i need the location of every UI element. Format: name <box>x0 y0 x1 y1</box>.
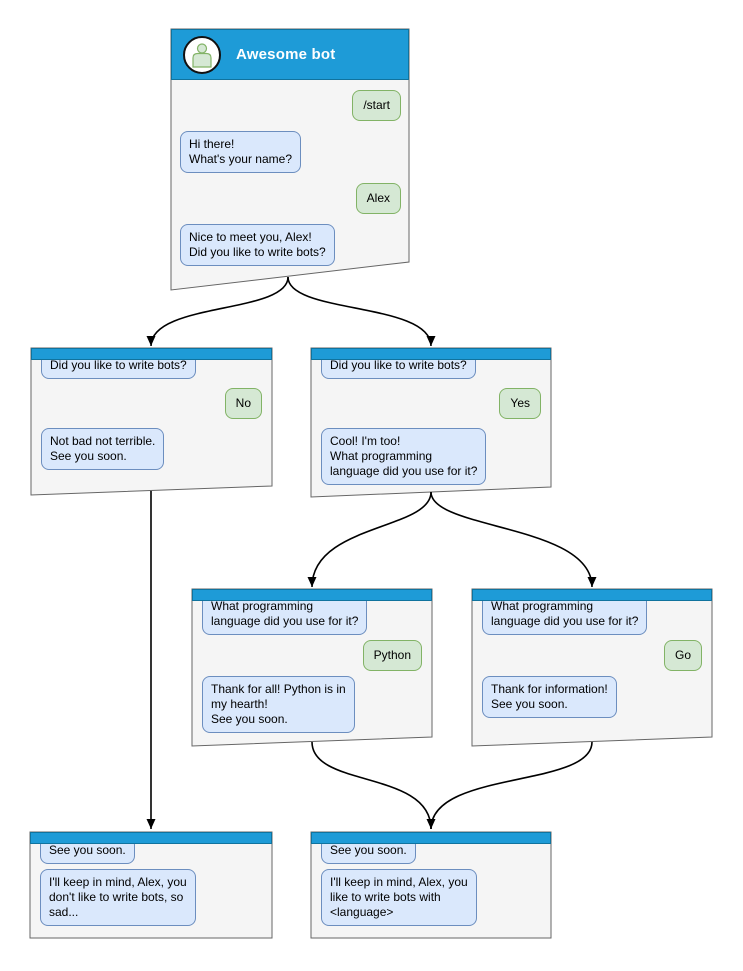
chat-node-branch-yes: Did you like to write bots? Yes Cool! I'… <box>311 348 551 485</box>
bot-title: Awesome bot <box>236 46 336 63</box>
person-icon <box>192 42 212 68</box>
chat-node-root: Awesome bot /start Hi there! What's your… <box>171 29 409 266</box>
connector-yes-to-python <box>307 491 432 588</box>
user-message-bubble: Python <box>362 640 422 671</box>
chat-messages: Did you like to write bots? No Not bad n… <box>31 352 272 470</box>
user-message-bubble: /start <box>352 90 401 121</box>
bot-message-bubble: Hi there! What's your name? <box>180 131 302 173</box>
user-message-bubble: No <box>224 388 262 419</box>
bot-message-bubble: Nice to meet you, Alex! Did you like to … <box>180 224 335 266</box>
connector-go-to-end <box>430 741 593 830</box>
chat-node-titlebar <box>311 832 551 844</box>
user-message-bubble: Go <box>663 640 702 671</box>
chat-messages: See you soon. I'll keep in mind, Alex, y… <box>311 837 551 926</box>
chat-messages: What programming language did you use fo… <box>192 593 432 733</box>
chat-node-titlebar <box>30 832 272 844</box>
chat-node-titlebar <box>472 589 712 601</box>
chat-node-branch-no: Did you like to write bots? No Not bad n… <box>31 348 272 470</box>
chat-node-titlebar: Awesome bot <box>171 29 409 80</box>
user-message-bubble: Alex <box>355 183 401 214</box>
chat-node-titlebar <box>31 348 272 360</box>
connector-yes-to-go <box>430 491 597 588</box>
bot-message-bubble: I'll keep in mind, Alex, you like to wri… <box>321 869 477 926</box>
connector-python-to-end <box>311 741 436 830</box>
chat-node-go: What programming language did you use fo… <box>472 589 712 718</box>
bot-message-bubble: Thank for information! See you soon. <box>482 676 617 718</box>
connector-root-to-yes <box>287 276 436 347</box>
connector-layer <box>146 276 597 830</box>
chat-node-titlebar <box>311 348 551 360</box>
chat-node-titlebar <box>192 589 432 601</box>
chat-messages: What programming language did you use fo… <box>472 593 712 718</box>
chat-node-end-no: See you soon. I'll keep in mind, Alex, y… <box>30 832 272 926</box>
chat-node-python: What programming language did you use fo… <box>192 589 432 733</box>
chat-messages: See you soon. I'll keep in mind, Alex, y… <box>30 837 272 926</box>
bot-message-bubble: Not bad not terrible. See you soon. <box>41 428 165 470</box>
bot-message-bubble: Thank for all! Python is in my hearth! S… <box>202 676 355 733</box>
user-message-bubble: Yes <box>499 388 541 419</box>
bot-message-bubble: Cool! I'm too! What programming language… <box>321 428 487 485</box>
chat-messages: Did you like to write bots? Yes Cool! I'… <box>311 352 551 485</box>
bot-avatar <box>183 35 221 74</box>
chat-messages: /start Hi there! What's your name? Alex … <box>171 80 409 266</box>
connector-root-to-no <box>146 276 289 347</box>
bot-message-bubble: I'll keep in mind, Alex, you don't like … <box>40 869 196 926</box>
chat-node-end-yes: See you soon. I'll keep in mind, Alex, y… <box>311 832 551 926</box>
